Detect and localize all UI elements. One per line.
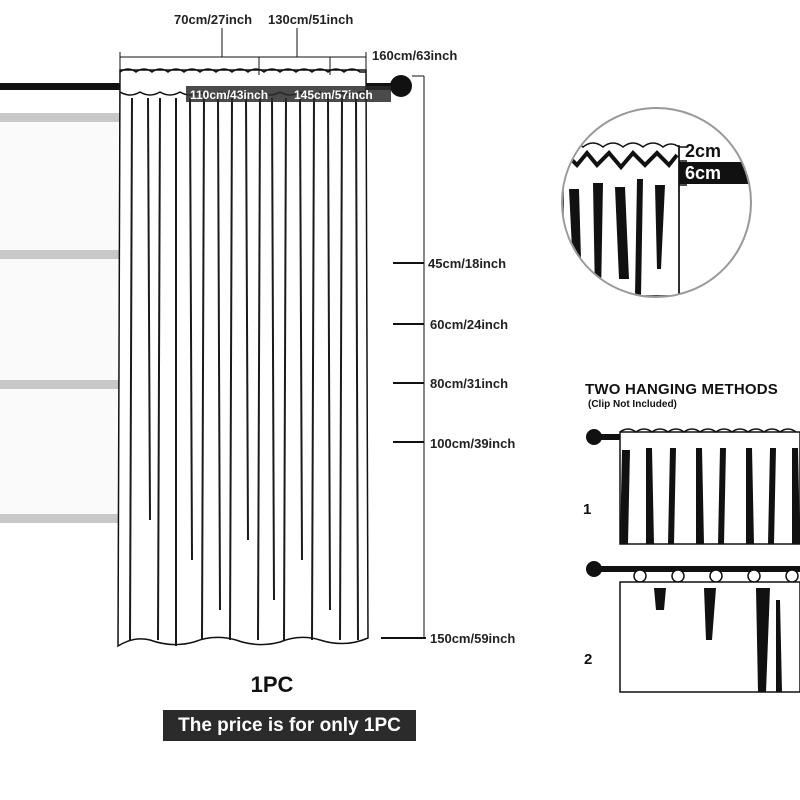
window-bar	[0, 113, 120, 122]
hanging-methods-illustration	[586, 428, 800, 693]
length-label-45: 45cm/18inch	[428, 256, 507, 271]
quantity-label: 1PC	[250, 672, 294, 697]
method-1-number: 1	[583, 501, 592, 518]
curtain-illustration	[0, 28, 425, 648]
methods-subtitle: (Clip Not Included)	[588, 399, 677, 410]
width-dimension-lines	[119, 28, 367, 75]
method-2-finial-icon	[586, 561, 602, 577]
curtain-clip-icons	[633, 569, 799, 583]
length-label-150: 150cm/59inch	[430, 631, 516, 646]
price-note: The price is for only 1PC	[163, 710, 416, 741]
zoom-pocket-size: 6cm	[685, 163, 722, 183]
rod-pocket-zoom: 2cm 6cm	[561, 107, 752, 298]
curtain-folds	[129, 97, 359, 646]
method-2-number: 2	[584, 651, 593, 668]
method-2-rod	[594, 566, 800, 572]
window-bar	[0, 380, 120, 389]
width-label-160: 160cm/63inch	[372, 48, 458, 63]
length-tick	[393, 262, 424, 264]
window-pane	[0, 258, 118, 380]
length-tick	[393, 323, 424, 325]
length-label-100: 100cm/39inch	[430, 436, 516, 451]
width-label-70: 70cm/27inch	[174, 12, 253, 27]
window-bar	[0, 250, 120, 259]
length-label-60: 60cm/24inch	[430, 317, 509, 332]
window-pane	[0, 122, 118, 250]
window-pane	[0, 388, 118, 514]
curtain-panel	[117, 69, 369, 648]
method-1-finial-icon	[586, 429, 602, 445]
length-tick	[393, 441, 424, 443]
width-label-band	[186, 86, 391, 102]
width-label-145: 145cm/57inch	[294, 88, 373, 102]
rod-pocket-top	[119, 68, 366, 73]
zoom-top-size: 2cm	[685, 141, 722, 161]
rod-finial-icon	[390, 75, 412, 97]
length-tick	[381, 637, 426, 639]
methods-title: TWO HANGING METHODS	[585, 381, 778, 398]
width-label-130: 130cm/51inch	[268, 12, 354, 27]
width-label-110: 110cm/43inch	[190, 88, 269, 102]
length-label-80: 80cm/31inch	[430, 376, 509, 391]
window-bar	[0, 514, 120, 523]
length-tick	[393, 382, 424, 384]
